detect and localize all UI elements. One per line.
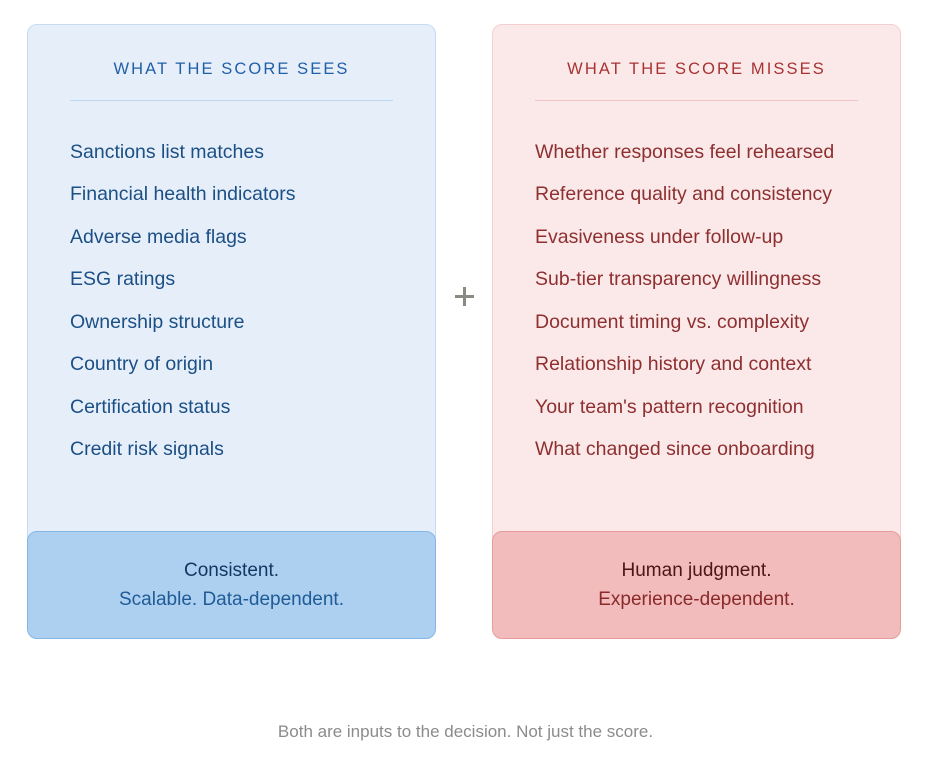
list-item: Adverse media flags	[70, 225, 247, 248]
list-item: Credit risk signals	[70, 438, 224, 460]
list-item: Relationship history and context	[535, 353, 812, 375]
list-item: Country of origin	[70, 353, 214, 375]
panel-columns: WHAT THE SCORE SEES Sanctions list match…	[27, 0, 901, 639]
plus-icon	[455, 287, 474, 306]
callout-primary-sees: Consistent.	[183, 560, 280, 581]
list-item: Ownership structure	[70, 310, 245, 333]
callout-primary-misses: Human judgment.	[621, 560, 772, 581]
list-item: ESG ratings	[70, 268, 176, 290]
panel-divider-sees	[70, 100, 393, 101]
list-item: Document timing vs. complexity	[535, 310, 810, 333]
figure-caption: Both are inputs to the decision. Not jus…	[277, 722, 654, 741]
item-list-sees: Sanctions list matches Financial health …	[70, 109, 393, 471]
panel-body-misses: WHAT THE SCORE MISSES Whether responses …	[492, 24, 901, 556]
callout-sees: Consistent. Scalable. Data-dependent.	[27, 531, 436, 639]
list-item: Sub-tier transparency willingness	[535, 268, 822, 290]
list-item: Sanctions list matches	[70, 140, 265, 163]
list-item: What changed since onboarding	[535, 438, 815, 460]
callout-misses: Human judgment. Experience-dependent.	[492, 531, 901, 639]
list-item: Financial health indicators	[70, 183, 296, 205]
list-item: Certification status	[70, 395, 231, 418]
panel-what-the-score-sees: WHAT THE SCORE SEES Sanctions list match…	[27, 0, 436, 639]
panel-title-misses: WHAT THE SCORE MISSES	[567, 60, 826, 78]
list-item: Evasiveness under follow-up	[535, 225, 784, 248]
panel-divider-misses	[535, 100, 858, 101]
item-list-misses: Whether responses feel rehearsed Referen…	[535, 109, 858, 471]
list-item: Your team's pattern recognition	[535, 395, 804, 418]
list-item: Whether responses feel rehearsed	[535, 140, 835, 163]
panel-what-the-score-misses: WHAT THE SCORE MISSES Whether responses …	[492, 0, 901, 639]
list-item: Reference quality and consistency	[535, 183, 833, 205]
callout-secondary-sees: Scalable. Data-dependent.	[119, 589, 344, 610]
panel-title-sees: WHAT THE SCORE SEES	[113, 60, 350, 78]
callout-secondary-misses: Experience-dependent.	[598, 589, 795, 610]
panel-body-sees: WHAT THE SCORE SEES Sanctions list match…	[27, 24, 436, 556]
